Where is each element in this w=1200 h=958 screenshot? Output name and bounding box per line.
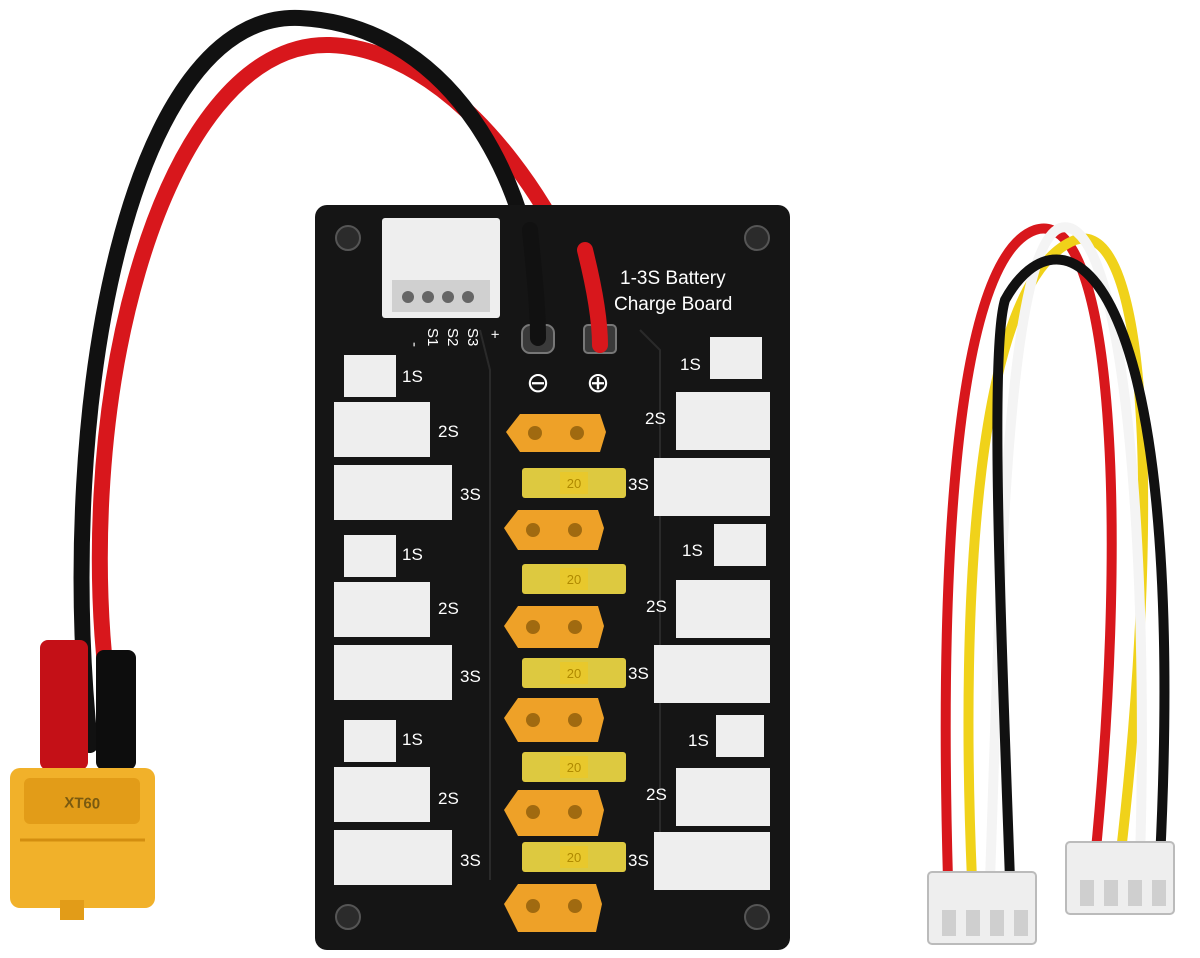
jst-3s-port [334, 830, 452, 885]
jst-2s-port [334, 402, 430, 457]
black-balance-wire [992, 254, 1170, 885]
positive-symbol: ⊕ [586, 367, 609, 398]
xt30-port [504, 606, 604, 648]
black-power-wire [73, 9, 548, 753]
left-balance-group: 1S 2S 3S [334, 535, 481, 700]
xt30-column: 20 20 20 20 20 [504, 414, 626, 932]
xt30-port [504, 884, 602, 932]
jst-2s-label: 2S [645, 409, 666, 428]
blade-fuse: 20 [522, 752, 626, 782]
jst-3s-label: 3S [628, 475, 649, 494]
jst-1s-port [344, 355, 396, 397]
jst-3s-label: 3S [460, 485, 481, 504]
jst-1s-label: 1S [688, 731, 709, 750]
jst-2s-port [676, 580, 770, 638]
pin-minus-label: - [406, 342, 423, 347]
xt60-plug: XT60 [10, 768, 155, 920]
charge-board: - S1 S2 S3 + ⊖ ⊕ 1-3S Battery Charge Boa… [315, 205, 790, 950]
board-title-line2: Charge Board [614, 294, 732, 315]
jst-3s-port [654, 645, 770, 703]
jst-1s-port [344, 720, 396, 762]
left-balance-group: 1S 2S 3S [334, 720, 481, 885]
pin-plus-label: + [486, 330, 503, 339]
jst-2s-label: 2S [438, 789, 459, 808]
jst-3s-label: 3S [628, 851, 649, 870]
blade-fuse: 20 [522, 468, 626, 498]
jst-1s-label: 1S [402, 545, 423, 564]
screw-icon [335, 904, 361, 930]
red-heatshrink [40, 640, 88, 770]
jst-3s-port [334, 645, 452, 700]
jst-3s-label: 3S [628, 664, 649, 683]
red-balance-wire [940, 223, 1117, 885]
jst-3s-port [654, 458, 770, 516]
negative-symbol: ⊖ [526, 367, 549, 398]
jst-3s-label: 3S [460, 667, 481, 686]
jst-2s-label: 2S [438, 422, 459, 441]
jst-1s-label: 1S [402, 367, 423, 386]
right-balance-group: 1S 2S 3S [628, 715, 770, 890]
jst-1s-label: 1S [402, 730, 423, 749]
blade-fuse: 20 [522, 564, 626, 594]
jst-1s-label: 1S [682, 541, 703, 560]
black-heatshrink [96, 650, 136, 770]
jst-3s-port [334, 465, 452, 520]
blade-fuse: 20 [522, 842, 626, 872]
jst-2s-label: 2S [646, 785, 667, 804]
xt30-port [504, 698, 604, 742]
jst-2s-port [676, 392, 770, 450]
xt60-grip [24, 778, 140, 824]
jst-2s-port [676, 768, 770, 826]
jst-1s-port [710, 337, 762, 379]
jst-1s-label: 1S [680, 355, 701, 374]
screw-icon [744, 904, 770, 930]
xt30-port [506, 414, 606, 452]
left-balance-group: 1S 2S 3S [334, 355, 481, 520]
right-balance-group: 1S 2S 3S [628, 524, 770, 703]
jst-2s-port [334, 582, 430, 637]
xt60-label: XT60 [64, 794, 100, 812]
fuse-rating: 20 [567, 760, 581, 775]
fuse-rating: 20 [567, 850, 581, 865]
jst-2s-label: 2S [438, 599, 459, 618]
black-wire-end [522, 222, 546, 346]
jst-3s-label: 3S [460, 851, 481, 870]
pin-s1-label: S1 [424, 328, 441, 346]
balance-extension-cable [927, 222, 1175, 945]
fuse-rating: 20 [567, 572, 581, 587]
red-wire-end [577, 242, 608, 353]
jst-1s-port [716, 715, 764, 757]
screw-icon [744, 225, 770, 251]
fuse-rating: 20 [567, 476, 581, 491]
xt30-port [504, 510, 604, 550]
fuse-rating: 20 [567, 666, 581, 681]
jst-2s-label: 2S [646, 597, 667, 616]
pin-s2-label: S2 [444, 328, 461, 346]
jst-1s-port [714, 524, 766, 566]
xt60-tab [60, 900, 84, 920]
jst-1s-port [344, 535, 396, 577]
xt30-port [504, 790, 604, 836]
pin-s3-label: S3 [464, 328, 481, 346]
board-title-line1: 1-3S Battery [620, 268, 726, 289]
right-balance-group: 1S 2S 3S [628, 337, 770, 516]
screw-icon [335, 225, 361, 251]
jst-3s-port [654, 832, 770, 890]
jst-2s-port [334, 767, 430, 822]
blade-fuse: 20 [522, 658, 626, 688]
